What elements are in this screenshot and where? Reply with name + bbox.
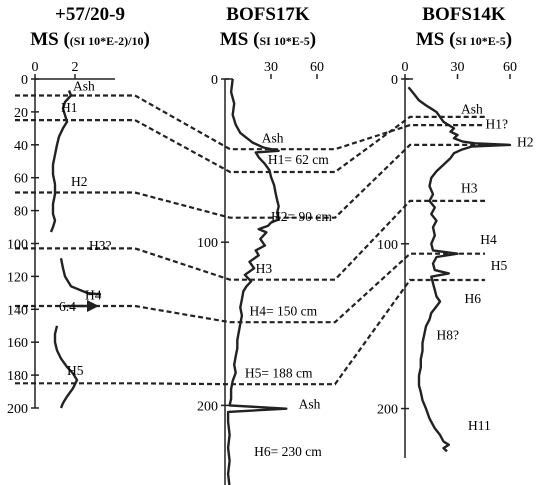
event-label: H1?	[486, 116, 509, 131]
ms-series-line	[59, 258, 102, 296]
event-label: H6	[465, 291, 482, 306]
panel: 30 60 0 100 200	[197, 60, 324, 485]
y-tick-label: 180	[7, 369, 28, 384]
event-label: Ash	[73, 79, 95, 94]
x-tick-label: 60	[503, 60, 517, 75]
y-tick-label: 40	[14, 139, 28, 154]
x-tick-label: 0	[32, 60, 39, 75]
units-value: SI 10*E-5	[259, 34, 309, 48]
event-label: H4= 150 cm	[250, 304, 318, 319]
units-close: )	[143, 29, 149, 50]
event-label: H4	[85, 287, 102, 302]
offscale-arrow-head	[87, 300, 99, 313]
y-tick-label: 100	[7, 238, 28, 253]
units-close: )	[310, 29, 316, 50]
y-tick-label: 100	[377, 238, 398, 253]
panel-units: MS (SI 10*E-5)	[220, 29, 316, 50]
event-label: H2	[517, 135, 534, 150]
event-label: H3	[461, 181, 478, 196]
event-label: H3?	[89, 238, 112, 253]
ms-series-line	[53, 325, 79, 409]
y-tick-label: 0	[391, 73, 398, 88]
panel-title: +57/20-9	[55, 4, 125, 25]
event-label: H1	[61, 100, 78, 115]
event-label: H2	[71, 174, 88, 189]
correlation-line	[15, 115, 485, 174]
event-label: 6.4	[59, 299, 76, 314]
event-label: Ash	[299, 397, 321, 412]
correlation-line	[15, 94, 485, 151]
units-prefix: MS (	[220, 29, 260, 50]
event-label: H2= 90 cm	[271, 209, 332, 224]
panel-units: MS ((SI 10*E-2)/10)	[30, 29, 150, 50]
x-tick-label: 30	[264, 60, 278, 75]
units-value: (SI 10*E-2)/10	[70, 34, 144, 48]
y-tick-label: 20	[14, 106, 28, 121]
panel-title: BOFS17K	[226, 4, 310, 25]
correlation-line	[15, 252, 485, 324]
units-prefix: MS (	[30, 29, 70, 50]
y-tick-label: 140	[7, 303, 28, 318]
event-label: H8?	[437, 327, 460, 342]
panel: 0 30 60 0 100 200	[377, 60, 517, 458]
event-label: H5= 188 cm	[245, 366, 313, 381]
x-tick-label: 60	[310, 60, 324, 75]
event-label: H5	[491, 258, 508, 273]
x-tick-label: 30	[451, 60, 465, 75]
y-tick-label: 200	[377, 403, 398, 418]
panel-units: MS (SI 10*E-5)	[416, 29, 512, 50]
event-label: H4	[480, 232, 497, 247]
correlation-line	[15, 143, 485, 219]
ms-series-line	[226, 78, 288, 485]
units-prefix: MS (	[416, 29, 456, 50]
y-tick-label: 120	[7, 270, 28, 285]
y-tick-label: 200	[7, 402, 28, 417]
ms-series-line	[49, 90, 73, 233]
ms-series-line	[407, 86, 512, 453]
units-value: SI 10*E-5	[455, 34, 505, 48]
event-label: H11	[468, 418, 491, 433]
y-tick-label: 60	[14, 172, 28, 187]
y-tick-label: 100	[197, 236, 218, 251]
correlation-line	[15, 278, 485, 386]
event-label: H3	[256, 261, 273, 276]
event-label: H1= 62 cm	[268, 152, 329, 167]
y-tick-label: 160	[7, 336, 28, 351]
y-tick-label: 200	[197, 399, 218, 414]
event-label: H5	[67, 363, 84, 378]
event-label: Ash	[461, 102, 483, 117]
y-tick-label: 80	[14, 205, 28, 220]
event-label: H6= 230 cm	[254, 444, 322, 459]
units-close: )	[506, 29, 512, 50]
correlation-line	[15, 199, 485, 281]
x-tick-label: 2	[72, 60, 79, 75]
x-tick-label: 0	[402, 60, 409, 75]
panel-title: BOFS14K	[422, 4, 506, 25]
y-tick-label: 0	[211, 73, 218, 88]
y-tick-label: 0	[21, 73, 28, 88]
event-label: Ash	[262, 131, 284, 146]
